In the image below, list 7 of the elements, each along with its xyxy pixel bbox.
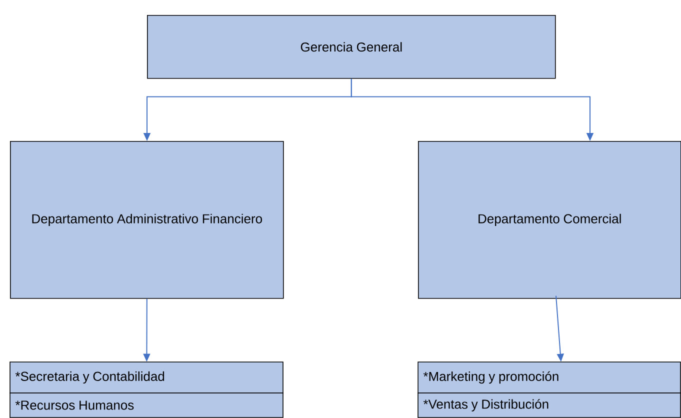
department-box: Departamento Comercial — [418, 141, 681, 299]
department-box: Departamento Administrativo Financiero — [10, 141, 284, 299]
list-item-box: *Marketing y promoción — [418, 362, 681, 394]
list-item-box: *Ventas y Distribución — [418, 392, 681, 418]
list-item-box: *Secretaria y Contabilidad — [10, 362, 284, 394]
list-item-box: *Recursos Humanos — [10, 392, 284, 418]
department-box: Gerencia General — [147, 15, 556, 79]
